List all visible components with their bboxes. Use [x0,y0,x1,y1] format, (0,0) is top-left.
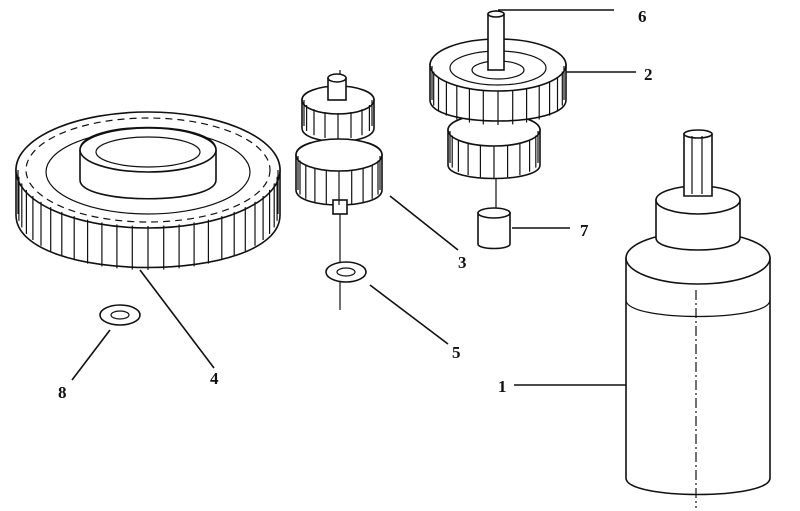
callout-7: 7 [580,221,589,240]
callout-8: 8 [58,383,67,402]
washer-part-8 [99,304,141,326]
bushing-part-7 [477,207,511,250]
callout-4: 4 [210,369,219,388]
shaft-part-6 [487,10,505,71]
callout-2: 2 [644,65,653,84]
double-gear-part-3 [295,70,383,310]
callout-3: 3 [458,253,467,272]
callout-5: 5 [452,343,461,362]
large-gear-part-4 [15,111,281,270]
washer-part-5 [325,261,367,283]
leader-lines [71,9,636,386]
motor-part-1 [625,129,771,508]
callout-6: 6 [638,7,647,26]
callout-1: 1 [498,377,507,396]
